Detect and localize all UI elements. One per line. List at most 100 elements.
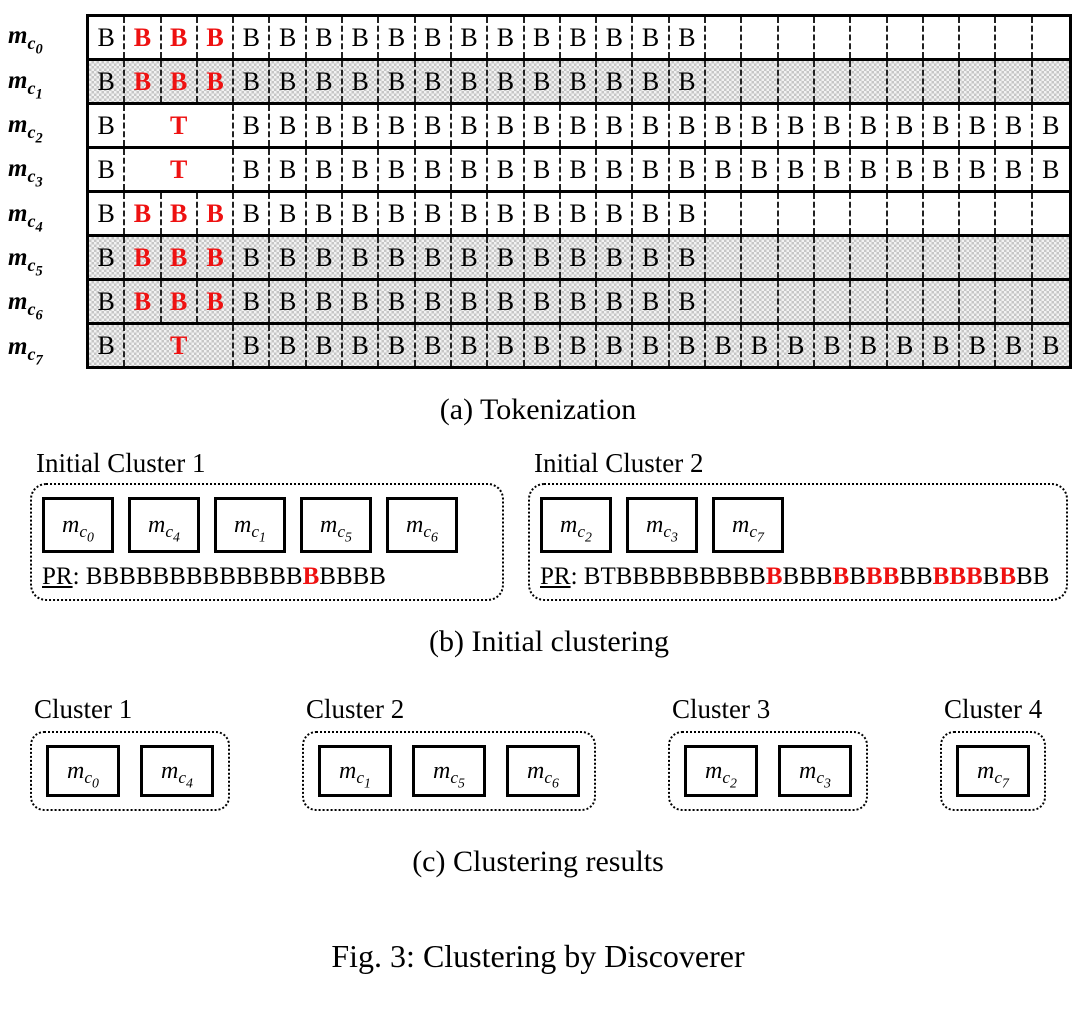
- token-B: B: [416, 281, 452, 322]
- result-cluster-3-title: Cluster 3: [672, 694, 771, 724]
- empty-cell: [924, 281, 961, 322]
- token-B: B: [488, 237, 525, 278]
- token-B: B: [343, 61, 380, 102]
- empty-cell: [742, 193, 779, 234]
- token-B: B: [633, 149, 670, 190]
- pr-token-red: B: [832, 563, 850, 590]
- empty-cell: [924, 237, 961, 278]
- token-B: B: [742, 105, 779, 146]
- token-B: B: [525, 105, 561, 146]
- token-B: B: [416, 17, 452, 58]
- m-c-4-label: mc4: [8, 199, 43, 236]
- empty-cell: [1033, 17, 1069, 58]
- empty-cell: [996, 17, 1033, 58]
- token-B: B: [452, 237, 489, 278]
- m-c-5-label: mc5: [433, 757, 465, 791]
- token-B: B: [888, 105, 924, 146]
- row-label-m-c-7: mc7: [4, 325, 86, 369]
- token-B: B: [379, 325, 416, 366]
- token-B: B: [815, 149, 852, 190]
- m-c-6-label: mc6: [406, 511, 438, 545]
- token-B: B: [379, 17, 416, 58]
- member-box-m-c-2: mc2: [684, 745, 758, 797]
- m-c-1-label: mc1: [339, 757, 371, 791]
- pr-label: PR: [540, 563, 571, 590]
- token-B: B: [525, 193, 561, 234]
- row-label-m-c-5: mc5: [4, 236, 86, 280]
- token-B-red: B: [198, 61, 235, 102]
- empty-cell: [888, 193, 924, 234]
- row-label-m-c-2: mc2: [4, 103, 86, 147]
- token-B: B: [416, 193, 452, 234]
- token-B: B: [815, 105, 852, 146]
- token-B: B: [416, 149, 452, 190]
- token-B: B: [488, 61, 525, 102]
- token-B-red: B: [125, 193, 162, 234]
- empty-cell: [1033, 237, 1069, 278]
- token-B: B: [343, 105, 380, 146]
- empty-cell: [924, 193, 961, 234]
- m-c-3-label: mc3: [646, 511, 678, 545]
- token-B: B: [234, 61, 271, 102]
- token-B-red: B: [125, 237, 162, 278]
- token-T-red: T: [125, 105, 235, 146]
- empty-cell: [815, 61, 852, 102]
- token-B: B: [452, 61, 489, 102]
- token-B: B: [1042, 110, 1060, 140]
- empty-cell: [996, 193, 1033, 234]
- empty-cell: [960, 281, 997, 322]
- token-B: B: [597, 193, 634, 234]
- result-cluster-4: Cluster 4 mc7: [940, 694, 1046, 811]
- pr-token: BB: [899, 563, 933, 590]
- m-c-1-label: mc1: [8, 66, 43, 103]
- token-B: B: [89, 193, 126, 234]
- empty-cell: [1033, 281, 1069, 322]
- pr-token-red: BB: [865, 563, 900, 590]
- member-box-m-c-4: mc4: [140, 745, 214, 797]
- empty-cell: [960, 61, 997, 102]
- pr-token: BBBBBBBBBBBBB: [85, 563, 303, 590]
- token-B: B: [270, 61, 307, 102]
- row-label-m-c-3: mc3: [4, 147, 86, 191]
- token-B: B: [670, 325, 707, 366]
- empty-cell: [815, 237, 852, 278]
- token-B: B: [561, 17, 598, 58]
- empty-cell: [1033, 193, 1069, 234]
- initial-cluster-1-title: Initial Cluster 1: [36, 448, 206, 478]
- m-c-7-label: mc7: [732, 511, 764, 545]
- member-box-m-c-4: mc4: [128, 497, 200, 553]
- empty-cell: [742, 281, 779, 322]
- empty-cell: [815, 17, 852, 58]
- token-B: B: [488, 193, 525, 234]
- token-B: B: [452, 193, 489, 234]
- member-box-m-c-3: mc3: [626, 497, 698, 553]
- m-c-4-label: mc4: [148, 511, 180, 545]
- empty-cell: [779, 237, 815, 278]
- token-B: B: [488, 105, 525, 146]
- token-B: B: [234, 237, 271, 278]
- pr-separator: :: [72, 563, 86, 590]
- empty-cell: [706, 281, 743, 322]
- token-B: B: [379, 193, 416, 234]
- m-c-6-label: mc6: [527, 757, 559, 791]
- token-B: B: [597, 17, 634, 58]
- m-c-7-label: mc7: [977, 757, 1009, 791]
- token-B-red: B: [125, 17, 162, 58]
- token-B: B: [452, 281, 489, 322]
- token-B: B: [270, 281, 307, 322]
- pr-separator: :: [570, 563, 584, 590]
- token-B: B: [670, 193, 707, 234]
- result-cluster-4-title: Cluster 4: [944, 694, 1043, 724]
- token-B: B: [1042, 330, 1060, 360]
- pr-token: BBBB: [319, 563, 386, 590]
